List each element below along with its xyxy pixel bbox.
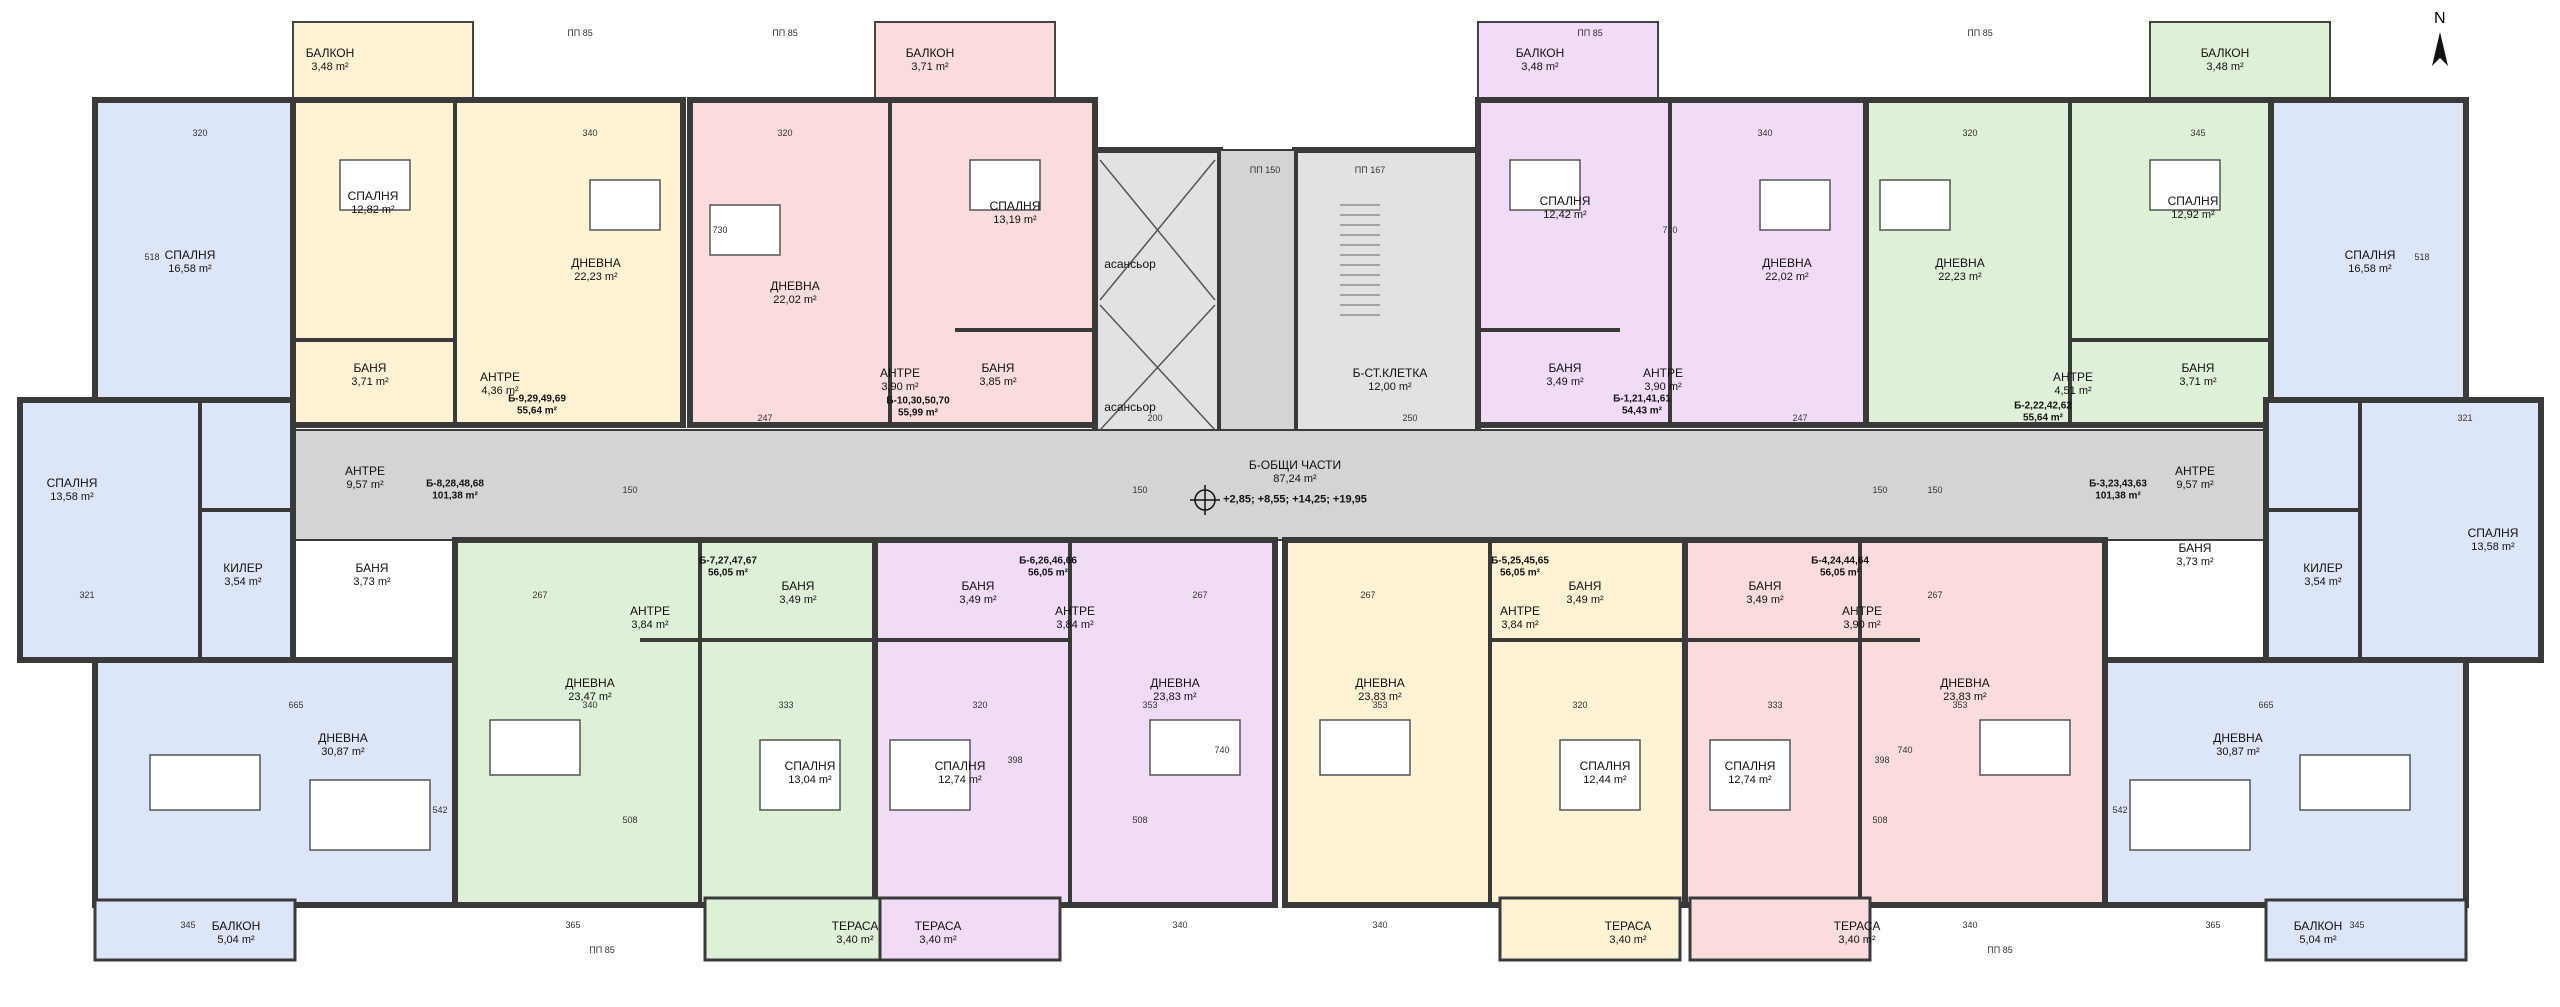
dimension-label: 542 bbox=[432, 805, 448, 815]
dimension-label: 320 bbox=[192, 128, 208, 138]
dimension-label: ПП 150 bbox=[1249, 165, 1281, 175]
dimension-label: 320 bbox=[777, 128, 793, 138]
dimension-label: ПП 85 bbox=[589, 945, 615, 955]
terrace-3 bbox=[1498, 896, 1682, 962]
north-letter: N bbox=[2434, 10, 2446, 27]
balcony-top-4 bbox=[2149, 21, 2331, 103]
dimension-label: 508 bbox=[1132, 815, 1148, 825]
dimension-label: 345 bbox=[180, 920, 196, 930]
balcony-se bbox=[2264, 898, 2468, 962]
dimension-label: 340 bbox=[582, 700, 598, 710]
apt-blue-ne-bed bbox=[2268, 97, 2469, 403]
dimension-label: 353 bbox=[1142, 700, 1158, 710]
dimension-label: 321 bbox=[79, 590, 95, 600]
dimension-label: 150 bbox=[622, 485, 638, 495]
north-arrow: N bbox=[2420, 10, 2460, 80]
dimension-label: 340 bbox=[582, 128, 598, 138]
dimension-label: 321 bbox=[2457, 413, 2473, 423]
dimension-label: 150 bbox=[1927, 485, 1943, 495]
dimension-label: 365 bbox=[2205, 920, 2221, 930]
dimension-label: ПП 85 bbox=[1987, 945, 2013, 955]
apt-blue-w bbox=[17, 397, 296, 663]
dimension-label: 250 bbox=[1402, 413, 1418, 423]
dimension-label: 333 bbox=[778, 700, 794, 710]
dimension-label: 150 bbox=[1872, 485, 1888, 495]
dimension-label: 518 bbox=[144, 252, 160, 262]
dimension-label: 542 bbox=[2112, 805, 2128, 815]
dimension-label: ПП 85 bbox=[1967, 28, 1993, 38]
north-arrow-icon bbox=[2432, 32, 2448, 66]
dimension-label: 508 bbox=[1872, 815, 1888, 825]
dimension-label: 247 bbox=[1792, 413, 1808, 423]
dimension-label: 665 bbox=[288, 700, 304, 710]
core-elevator bbox=[1092, 147, 1223, 438]
dimension-label: 353 bbox=[1372, 700, 1388, 710]
dimension-label: 730 bbox=[712, 225, 728, 235]
dimension-label: 333 bbox=[1767, 700, 1783, 710]
dimension-label: 508 bbox=[622, 815, 638, 825]
dimension-label: ПП 85 bbox=[772, 28, 798, 38]
dimension-label: 340 bbox=[1962, 920, 1978, 930]
dimension-label: 267 bbox=[1192, 590, 1208, 600]
dimension-label: ПП 85 bbox=[567, 28, 593, 38]
apt-blue-e bbox=[2263, 397, 2544, 663]
dimension-label: 200 bbox=[1147, 413, 1163, 423]
dimension-label: 267 bbox=[1927, 590, 1943, 600]
dimension-label: 320 bbox=[972, 700, 988, 710]
apt-blue-nw-bed bbox=[92, 97, 296, 403]
dimension-label: 340 bbox=[1757, 128, 1773, 138]
dimension-label: 665 bbox=[2258, 700, 2274, 710]
terrace-1 bbox=[703, 896, 887, 962]
balcony-top-2 bbox=[874, 21, 1056, 103]
dimension-label: ПП 85 bbox=[1577, 28, 1603, 38]
dimension-label: 267 bbox=[1360, 590, 1376, 600]
dimension-label: 340 bbox=[1172, 920, 1188, 930]
dimension-label: 398 bbox=[1874, 755, 1890, 765]
apt-yellow-n bbox=[290, 97, 686, 428]
dimension-label: 740 bbox=[1897, 745, 1913, 755]
dimension-label: 518 bbox=[2414, 252, 2430, 262]
dimension-label: 345 bbox=[2190, 128, 2206, 138]
dimension-label: 320 bbox=[1572, 700, 1588, 710]
dimension-label: 365 bbox=[565, 920, 581, 930]
common-corridor bbox=[292, 429, 2267, 541]
balcony-top-1 bbox=[292, 21, 474, 103]
dimension-label: 247 bbox=[757, 413, 773, 423]
dimension-label: 353 bbox=[1952, 700, 1968, 710]
terrace-4 bbox=[1688, 896, 1872, 962]
dimension-label: 730 bbox=[1662, 225, 1678, 235]
dimension-label: ПП 167 bbox=[1354, 165, 1386, 175]
dimension-label: 740 bbox=[1214, 745, 1230, 755]
core-stair bbox=[1292, 147, 1481, 438]
dimension-label: 398 bbox=[1007, 755, 1023, 765]
dimension-label: 150 bbox=[1132, 485, 1148, 495]
terrace-2 bbox=[878, 896, 1062, 962]
dimension-label: 267 bbox=[532, 590, 548, 600]
dimension-label: 345 bbox=[2349, 920, 2365, 930]
dimension-label: 320 bbox=[1962, 128, 1978, 138]
apt-pink-n bbox=[687, 97, 1098, 428]
dimension-label: 340 bbox=[1372, 920, 1388, 930]
balcony-top-3 bbox=[1477, 21, 1659, 103]
balcony-sw bbox=[93, 898, 297, 962]
